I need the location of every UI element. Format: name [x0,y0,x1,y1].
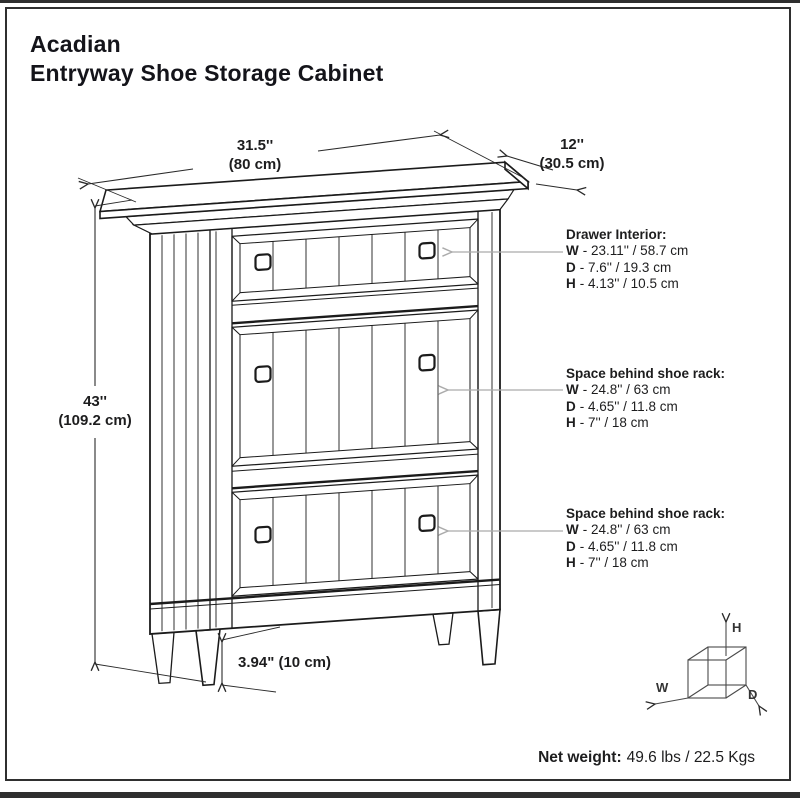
callout-line: H- 7'' / 18 cm [566,554,649,570]
callout-shoe-rack-1: Space behind shoe rack: W- 24.8'' / 63 c… [566,366,771,431]
rail-2 [232,453,478,472]
callout-title: Drawer Interior: [566,227,667,242]
callout-line: W- 23.11'' / 58.7 cm [566,243,689,259]
bottom-door-outer [231,474,479,597]
callout-line: W- 24.8'' / 63 cm [566,382,671,398]
apron-top-edge [150,578,500,606]
stile-bead-lines [215,212,493,628]
cube-h-label: H [732,620,742,635]
callout-leader-lines [438,247,563,536]
axis-cube-icon [645,612,768,716]
drawer-knob-right [418,241,436,260]
bottom-door-knob-left [254,525,272,544]
apron-inner-edge [150,584,500,610]
middle-door-beadboard-lines [272,320,439,456]
callout-line: D- 7.6'' / 19.3 cm [566,259,672,275]
middle-door-inner [239,318,471,459]
rail-1 [232,287,478,306]
page-frame [5,7,791,781]
cube-w-arrow [645,697,689,710]
crown-molding-lower [131,198,510,235]
callout-line: W- 24.8'' / 63 cm [566,522,671,538]
cube-d-label: D [748,687,758,702]
depth-dimension-line [497,149,587,196]
callout-title: Space behind shoe rack: [566,506,726,521]
product-name: Entryway Shoe Storage Cabinet [30,59,384,86]
drawer-beadboard-lines [272,229,439,291]
rail-2-shadow [232,469,478,490]
callout-title: Space behind shoe rack: [566,366,726,381]
cube-w-label: W [656,680,669,695]
width-dimension-label: 31.5'' (80 cm) [228,137,282,173]
middle-door-knob-right [418,353,436,372]
callout-shoe-rack-2: Space behind shoe rack: W- 24.8'' / 63 c… [566,506,771,571]
callout-line: D- 4.65'' / 11.8 cm [566,538,678,554]
bottom-door-bevel-corners [231,474,479,597]
product-collection-name: Acadian [30,31,121,57]
height-dimension-line [90,198,207,683]
net-weight: Net weight:49.6 lbs / 22.5 Kgs [538,749,755,767]
top-border-bar [0,0,800,3]
net-weight-value: 49.6 lbs / 22.5 Kgs [626,749,755,766]
bottom-door-inner [239,483,471,589]
bottom-border-bar [0,792,800,798]
cabinet-line-drawing [98,160,531,687]
middle-door-outer [231,309,479,467]
bottom-door-knob-right [418,514,436,533]
leg-height-dimension-line [217,626,281,693]
drawer-bevel-corners [231,218,479,302]
drawer-knob-left [254,253,272,271]
middle-door-knob-left [254,365,272,383]
net-weight-label: Net weight: [538,749,622,766]
bottom-door-beadboard-lines [272,485,439,586]
tabletop-right-edge [504,160,529,191]
callout-line: D- 4.65'' / 11.8 cm [566,398,678,414]
callout-line: H- 7'' / 18 cm [566,414,649,430]
middle-door-bevel-corners [231,309,479,467]
callout-line: H- 4.13'' / 10.5 cm [566,275,679,291]
callout-drawer-interior: Drawer Interior: W- 23.11'' / 58.7 cm D-… [566,227,771,292]
height-dimension-label: 43'' (109.2 cm) [58,393,132,429]
side-beadboard-lines [161,232,199,632]
width-dimension-line [77,129,525,203]
page-title: Acadian Entryway Shoe Storage Cabinet [30,30,383,87]
cube-d-arrow [745,684,768,716]
rail-1-shadow [232,304,478,325]
leg-height-dimension-label: 3.94" (10 cm) [238,654,331,671]
dimension-lines [77,129,587,693]
depth-dimension-label: 12'' (30.5 cm) [539,136,605,172]
